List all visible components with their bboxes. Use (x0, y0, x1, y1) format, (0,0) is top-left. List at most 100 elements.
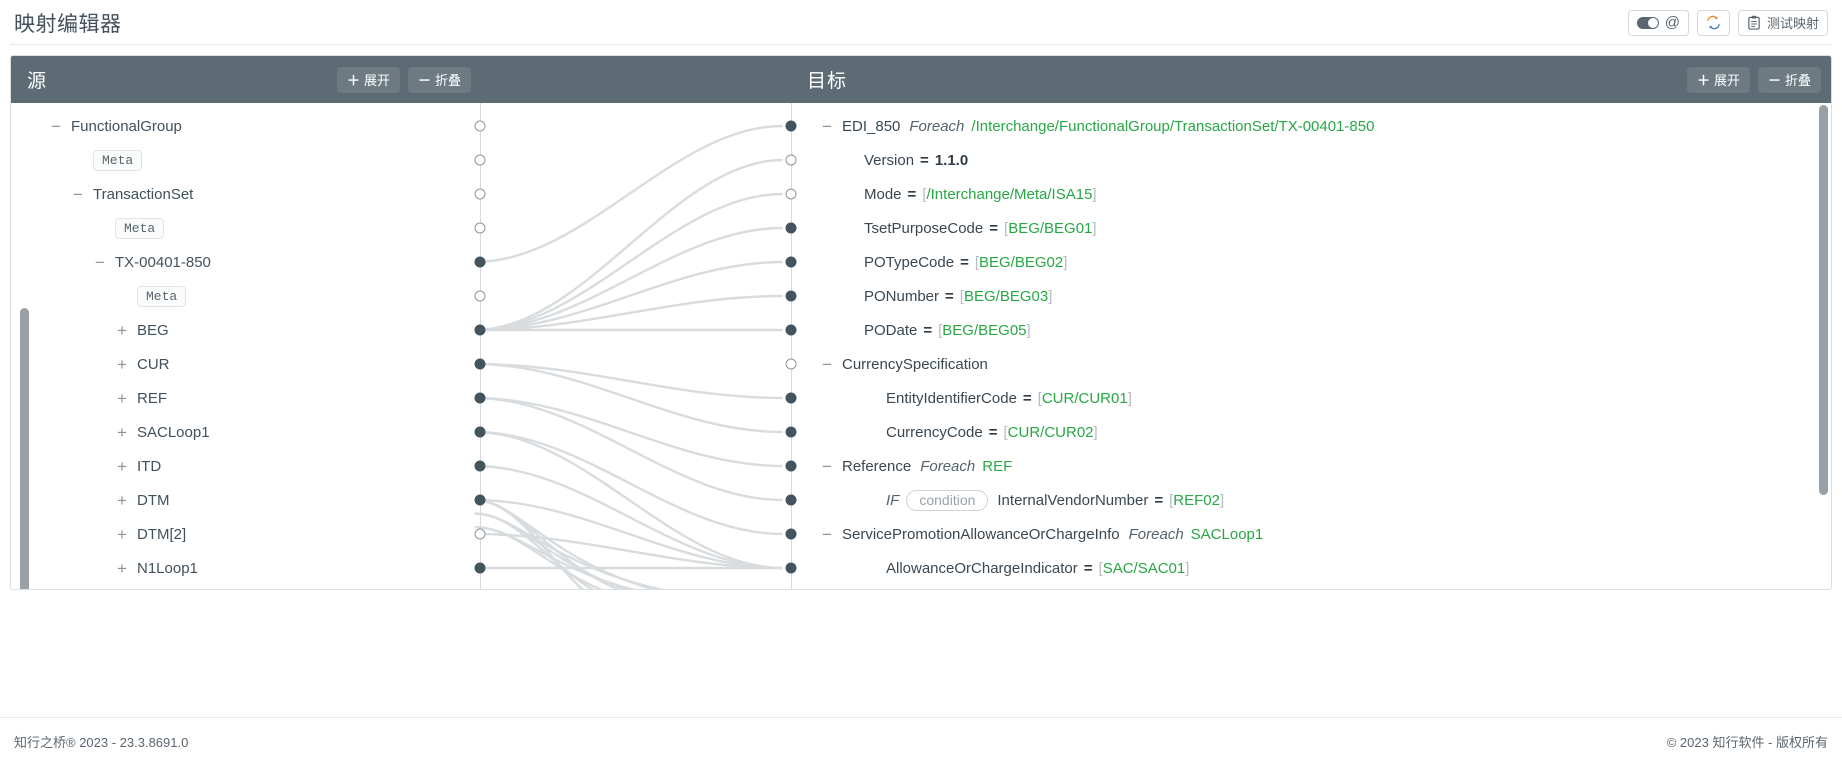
source-connector-dot[interactable] (474, 120, 486, 132)
collapse-icon[interactable]: − (822, 524, 832, 544)
at-toggle-button[interactable]: @ (1627, 9, 1689, 36)
source-connector-dot[interactable] (474, 188, 486, 200)
collapse-icon[interactable]: − (822, 116, 832, 136)
target-connector-dot[interactable] (785, 188, 797, 200)
expand-icon[interactable]: + (117, 558, 127, 578)
collapse-icon[interactable]: − (822, 354, 832, 374)
target-connector-dot[interactable] (785, 324, 797, 336)
source-connector-dot[interactable] (474, 494, 486, 506)
source-tree-item-transactionset[interactable]: −TransactionSet (11, 177, 480, 211)
expand-icon[interactable]: + (117, 422, 127, 442)
target-connector-dot[interactable] (785, 154, 797, 166)
condition-pill[interactable]: condition (906, 489, 989, 511)
target-value-expression[interactable]: [/Interchange/Meta/ISA15] (922, 186, 1096, 203)
target-connector-dot[interactable] (785, 256, 797, 268)
source-tree-item-ref[interactable]: +REF (11, 381, 480, 415)
source-scrollbar[interactable] (20, 308, 29, 589)
target-value[interactable]: 1.1.0 (934, 151, 969, 169)
target-connector-dot[interactable] (785, 290, 797, 302)
target-connector-dot[interactable] (785, 358, 797, 370)
target-row-potypecode[interactable]: POTypeCode=[BEG/BEG02] (792, 245, 1831, 279)
collapse-icon[interactable]: − (51, 116, 61, 136)
source-connector-dot[interactable] (474, 528, 486, 540)
source-tree-item-itd[interactable]: +ITD (11, 449, 480, 483)
source-connector-dot[interactable] (474, 256, 486, 268)
meta-chip[interactable]: Meta (115, 217, 165, 239)
source-connector-dot[interactable] (474, 290, 486, 302)
source-expand-all-button[interactable]: ＋ 展开 (336, 66, 400, 93)
source-connector-dot[interactable] (474, 426, 486, 438)
target-row-currencyspecification[interactable]: −CurrencySpecification (792, 347, 1831, 381)
foreach-path[interactable]: /Interchange/FunctionalGroup/Transaction… (971, 117, 1375, 135)
target-value-expression[interactable]: [BEG/BEG05] (938, 322, 1031, 339)
source-tree-item-meta[interactable]: Meta (11, 211, 480, 245)
collapse-icon[interactable]: − (73, 184, 83, 204)
expand-icon[interactable]: + (117, 456, 127, 476)
target-value-expression[interactable]: [BEG/BEG01] (1004, 220, 1097, 237)
target-row-tsetpurposecode[interactable]: TsetPurposeCode=[BEG/BEG01] (792, 211, 1831, 245)
target-value-expression[interactable]: [BEG/BEG03] (960, 288, 1053, 305)
source-tree-item-beg[interactable]: +BEG (11, 313, 480, 347)
target-connector-dot[interactable] (785, 426, 797, 438)
meta-chip[interactable]: Meta (137, 285, 187, 307)
target-row-version[interactable]: Version=1.1.0 (792, 143, 1831, 177)
source-connector-dot[interactable] (474, 392, 486, 404)
target-row-ponumber[interactable]: PONumber=[BEG/BEG03] (792, 279, 1831, 313)
target-connector-dot[interactable] (785, 494, 797, 506)
source-connector-dot[interactable] (474, 460, 486, 472)
target-connector-dot[interactable] (785, 528, 797, 540)
meta-chip[interactable]: Meta (93, 149, 143, 171)
source-tree-item-functionalgroup[interactable]: −FunctionalGroup (11, 109, 480, 143)
source-connector-dot[interactable] (474, 154, 486, 166)
source-tree-item-meta[interactable]: Meta (11, 279, 480, 313)
source-tree-item-sacloop1[interactable]: +SACLoop1 (11, 415, 480, 449)
collapse-icon[interactable]: − (822, 456, 832, 476)
expand-icon[interactable]: + (117, 388, 127, 408)
source-connector-dot[interactable] (474, 562, 486, 574)
source-tree-item-dtm[interactable]: +DTM (11, 483, 480, 517)
target-value-expression[interactable]: [SAC/SAC01] (1099, 560, 1190, 577)
target-connector-dot[interactable] (785, 222, 797, 234)
source-connector-dot[interactable] (474, 222, 486, 234)
target-value-expression[interactable]: [CUR/CUR01] (1038, 390, 1132, 407)
target-row-entityidentifiercode[interactable]: EntityIdentifierCode=[CUR/CUR01] (792, 381, 1831, 415)
target-connector-dot[interactable] (785, 460, 797, 472)
target-collapse-all-button[interactable]: － 折叠 (1757, 66, 1821, 93)
expand-icon[interactable]: + (117, 320, 127, 340)
source-tree-item-dtm-2-[interactable]: +DTM[2] (11, 517, 480, 551)
source-connector-dot[interactable] (474, 324, 486, 336)
refresh-button[interactable] (1696, 9, 1730, 36)
collapse-icon[interactable]: − (95, 252, 105, 272)
target-row-allowanceorchargeindicator[interactable]: AllowanceOrChargeIndicator=[SAC/SAC01] (792, 551, 1831, 585)
source-tree-item-meta[interactable]: Meta (11, 143, 480, 177)
target-scrollbar[interactable] (1819, 105, 1828, 495)
foreach-path[interactable]: REF (982, 457, 1013, 475)
target-connector-dot[interactable] (785, 120, 797, 132)
target-row-podate[interactable]: PODate=[BEG/BEG05] (792, 313, 1831, 347)
target-value-expression[interactable]: [CUR/CUR02] (1003, 424, 1097, 441)
source-tree-item-cur[interactable]: +CUR (11, 347, 480, 381)
foreach-path[interactable]: SACLoop1 (1190, 525, 1264, 543)
target-value-expression[interactable]: [BEG/BEG02] (975, 254, 1068, 271)
source-tree-item-n1loop1[interactable]: +N1Loop1 (11, 551, 480, 585)
test-mapping-button[interactable]: 测试映射 (1737, 9, 1828, 36)
source-connector-dot[interactable] (474, 358, 486, 370)
if-keyword: IF (886, 491, 900, 509)
target-row-currencycode[interactable]: CurrencyCode=[CUR/CUR02] (792, 415, 1831, 449)
target-connector-dot[interactable] (785, 392, 797, 404)
source-tree-item-tx-00401-850[interactable]: −TX-00401-850 (11, 245, 480, 279)
target-row-mode[interactable]: Mode=[/Interchange/Meta/ISA15] (792, 177, 1831, 211)
expand-icon[interactable]: + (117, 490, 127, 510)
target-expand-all-button[interactable]: ＋ 展开 (1686, 66, 1750, 93)
source-collapse-all-button[interactable]: － 折叠 (407, 66, 471, 93)
expand-icon[interactable]: + (117, 524, 127, 544)
expand-icon[interactable]: + (117, 354, 127, 374)
target-connector-dot[interactable] (785, 562, 797, 574)
target-value-expression[interactable]: [REF02] (1169, 492, 1224, 509)
